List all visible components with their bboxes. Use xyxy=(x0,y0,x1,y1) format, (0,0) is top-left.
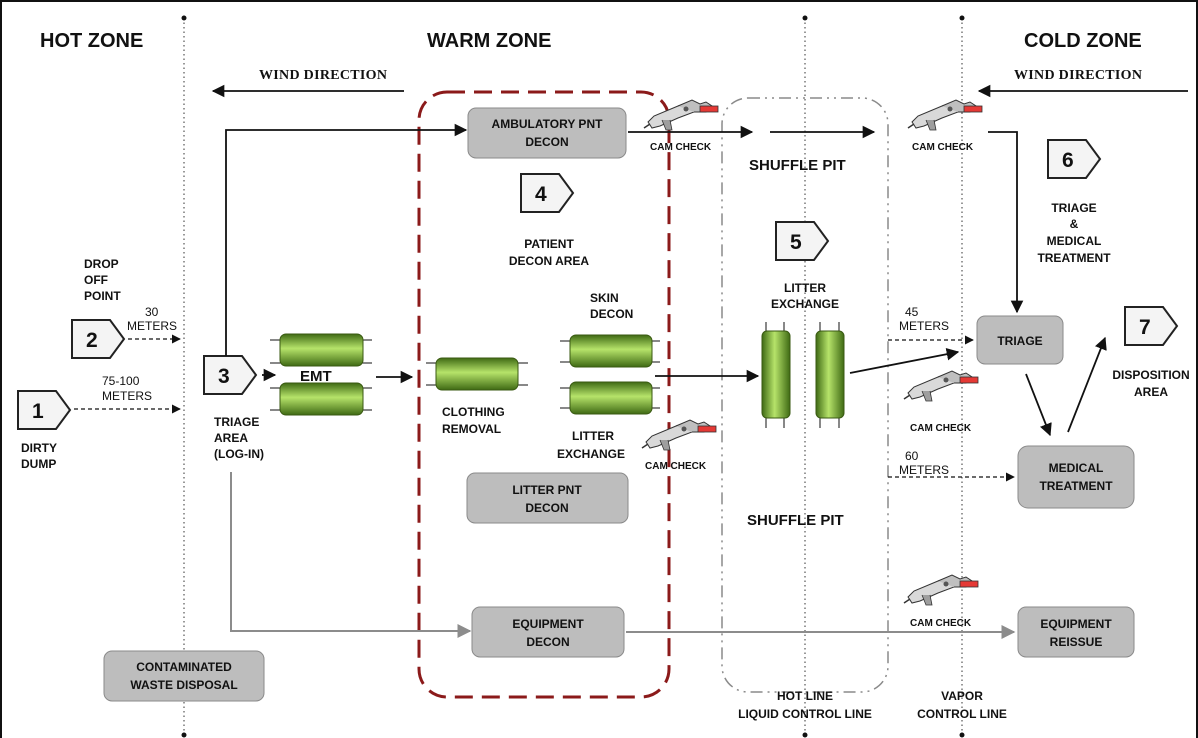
svg-text:TRIAGE: TRIAGE xyxy=(997,334,1042,348)
svg-text:CAM CHECK: CAM CHECK xyxy=(645,461,707,472)
cold-zone-title: COLD ZONE xyxy=(1024,30,1142,52)
wind-direction-right: WIND DIRECTION xyxy=(1014,68,1142,83)
litter-exchange-litters xyxy=(761,322,845,428)
svg-text:6: 6 xyxy=(1062,149,1074,172)
marker-6: 6 xyxy=(1047,139,1102,179)
warm-zone-title: WARM ZONE xyxy=(427,30,551,52)
marker-2: 2 xyxy=(71,319,126,359)
hot-zone-title: HOT ZONE xyxy=(40,30,143,52)
emt-label: EMT xyxy=(300,368,332,385)
marker-4: 4 xyxy=(520,173,575,213)
svg-text:1: 1 xyxy=(32,400,44,423)
arrow-to-triage xyxy=(988,131,1024,314)
patient-decon-boundary xyxy=(417,90,671,699)
triage-box: TRIAGE xyxy=(976,315,1064,365)
marker-7: 7 xyxy=(1124,306,1179,346)
cam-check-litter: CAM CHECK xyxy=(641,419,717,472)
arrow-triage-to-medical xyxy=(1025,373,1052,437)
arrow-exchange-to-triage xyxy=(849,347,960,374)
clothing-removal-litter xyxy=(426,357,528,391)
arrow-to-ambulatory xyxy=(225,123,468,356)
marker-5: 5 xyxy=(775,221,830,261)
svg-text:7: 7 xyxy=(1139,316,1151,339)
cam-check-equipment: CAM CHECK xyxy=(903,574,979,629)
shuffle-pit-bottom-label: SHUFFLE PIT xyxy=(747,512,844,529)
arrow-to-equipment xyxy=(230,472,472,638)
marker-1: 1 xyxy=(17,390,72,430)
cam-check-cold-top: CAM CHECK xyxy=(907,99,983,153)
svg-text:CAM CHECK: CAM CHECK xyxy=(910,423,972,434)
svg-text:CAM CHECK: CAM CHECK xyxy=(650,142,712,153)
svg-text:4: 4 xyxy=(535,183,547,206)
shuffle-pit-top-label: SHUFFLE PIT xyxy=(749,157,846,174)
wind-direction-left: WIND DIRECTION xyxy=(259,68,387,83)
shuffle-pit-boundary xyxy=(721,97,889,693)
svg-text:3: 3 xyxy=(218,365,230,388)
svg-text:5: 5 xyxy=(790,231,802,254)
svg-text:2: 2 xyxy=(86,329,98,352)
svg-text:CAM CHECK: CAM CHECK xyxy=(912,142,974,153)
skin-decon-litters xyxy=(560,334,660,415)
emt-litters xyxy=(270,333,372,416)
cam-check-cold-mid: CAM CHECK xyxy=(903,370,979,434)
marker-3: 3 xyxy=(203,355,258,395)
arrow-medical-to-disposition xyxy=(1067,336,1107,433)
cam-check-ambulatory: CAM CHECK xyxy=(643,99,719,153)
svg-text:CAM CHECK: CAM CHECK xyxy=(910,618,972,629)
